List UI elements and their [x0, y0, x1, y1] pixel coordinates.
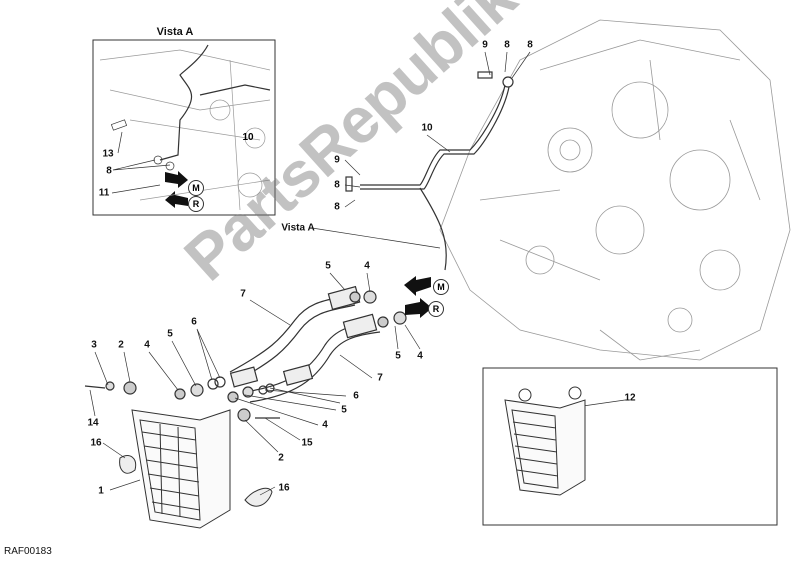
view-label-vista-a: Vista A [281, 222, 315, 234]
callout-2: 2 [278, 452, 284, 464]
oil-line-upper [345, 71, 514, 271]
callout-1: 1 [98, 485, 104, 497]
callout-8: 8 [334, 179, 340, 191]
reference-code: RAF00183 [4, 546, 52, 557]
inset-vista-a-drawing [99, 44, 271, 211]
callout-14: 14 [87, 417, 99, 429]
inset-marker-r: R [188, 196, 204, 212]
callout-7: 7 [240, 288, 246, 300]
inset-callout-13: 13 [102, 148, 114, 160]
callout-10: 10 [421, 122, 433, 134]
callout-8: 8 [504, 39, 510, 51]
inset-title: Vista A [156, 26, 194, 38]
inset-marker-m: M [188, 180, 204, 196]
inset-vista-a-frame [92, 39, 276, 216]
callout-6: 6 [353, 390, 359, 402]
callout-2: 2 [118, 339, 124, 351]
inset-callout-11: 11 [98, 187, 110, 199]
hoses [84, 285, 407, 422]
inset-cooler-drawing [504, 386, 586, 496]
inset-callout-8: 8 [106, 165, 112, 177]
callout-9: 9 [482, 39, 488, 51]
callout-6: 6 [191, 316, 197, 328]
inset-callout-10: 10 [242, 132, 254, 143]
callout-3: 3 [91, 339, 97, 351]
callout-9: 9 [334, 154, 340, 166]
callout-15: 15 [301, 437, 313, 449]
callout-5: 5 [341, 404, 347, 416]
leader-lines [89, 51, 626, 496]
callout-4: 4 [364, 260, 370, 272]
inset-cooler-frame [482, 367, 778, 526]
marker-r: R [428, 301, 444, 317]
callout-5: 5 [167, 328, 173, 340]
callout-5: 5 [395, 350, 401, 362]
oil-cooler [119, 409, 273, 529]
callout-5: 5 [325, 260, 331, 272]
callout-4: 4 [144, 339, 150, 351]
callout-4: 4 [322, 419, 328, 431]
marker-m: M [433, 279, 449, 295]
callout-12: 12 [624, 392, 636, 404]
engine-drawing [439, 19, 791, 361]
callout-8: 8 [527, 39, 533, 51]
callout-16: 16 [90, 437, 102, 449]
callout-7: 7 [377, 372, 383, 384]
callout-8: 8 [334, 201, 340, 213]
callout-4: 4 [417, 350, 423, 362]
callout-16: 16 [278, 482, 290, 494]
